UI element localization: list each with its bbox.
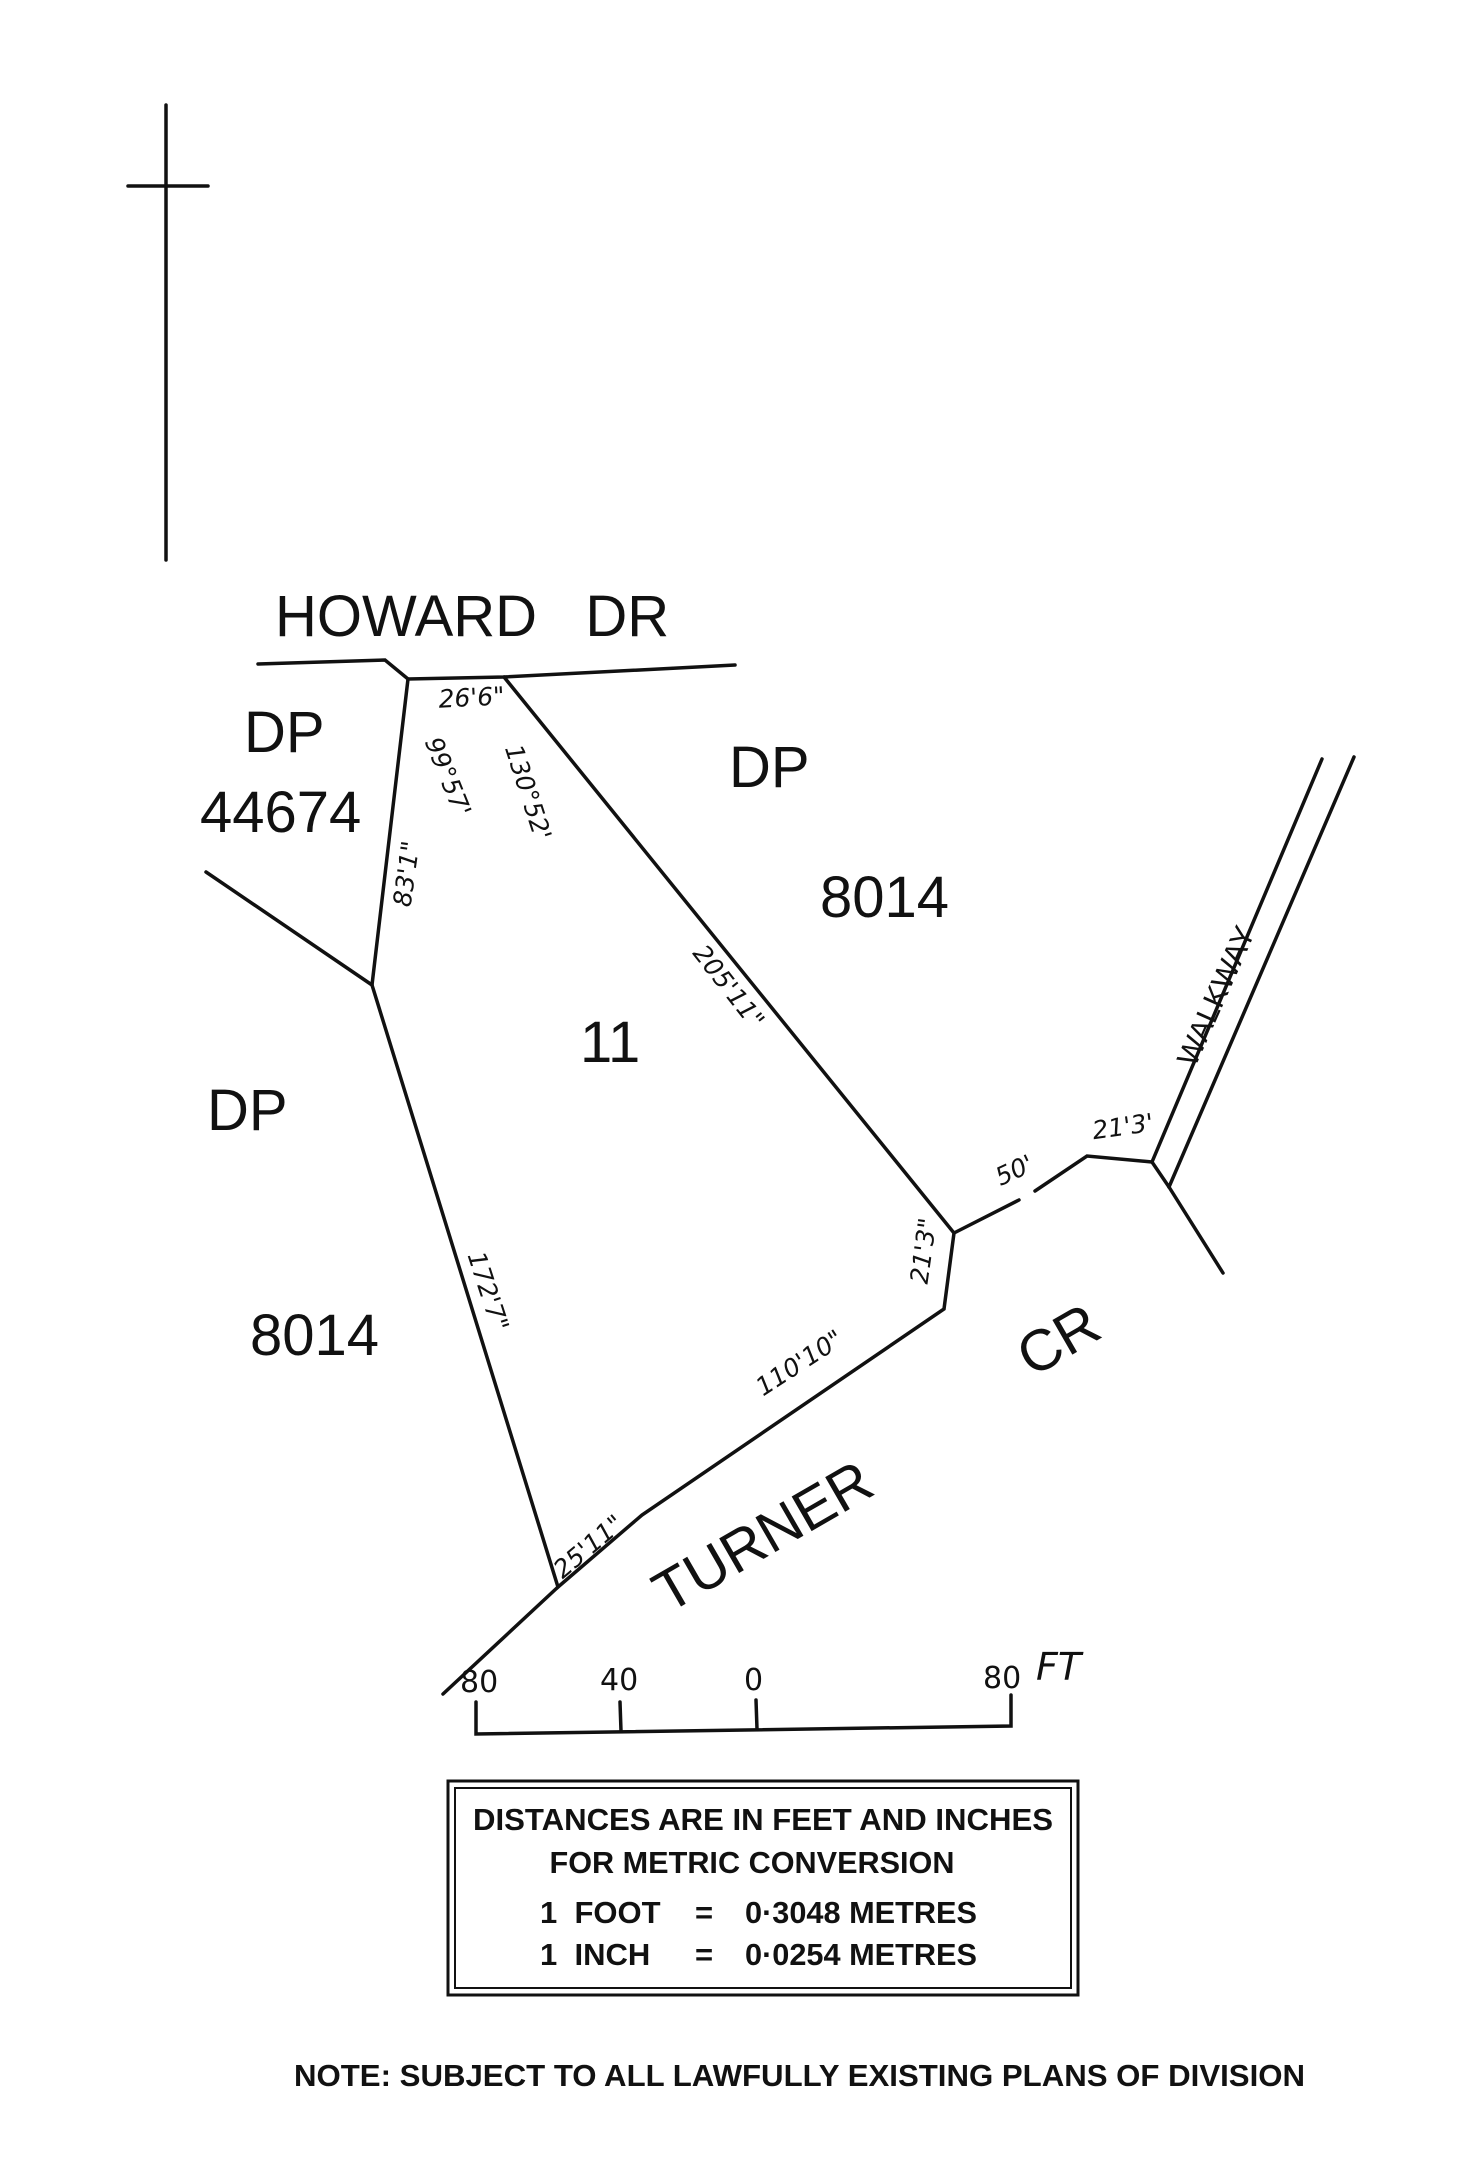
scale-label-80-left: 80 [460,1665,498,1700]
conversion-line-1: DISTANCES ARE IN FEET AND INCHES [473,1802,1053,1837]
dim-top: 26'6" [438,681,506,713]
dp-ne-number: 8014 [820,865,949,930]
dim-west-lower: 172'7" [462,1248,515,1335]
dp-sw-number: 8014 [250,1303,379,1368]
inch-label: 1 INCH [540,1937,650,1972]
foot-value: 0·3048 METRES [745,1895,977,1930]
north-arrow-icon [126,103,210,562]
turner-cr-boundary [441,1585,560,1696]
dim-angle-right: 130°52' [499,741,557,844]
dim-south: 110'10" [750,1324,848,1402]
foot-label: 1 FOOT [540,1895,661,1930]
dp-nw-label: DP [244,700,325,765]
dim-southwest: 25'11" [548,1509,629,1584]
conversion-box: DISTANCES ARE IN FEET AND INCHES FOR MET… [446,1779,1080,1997]
dp-nw-number: 44674 [200,780,361,845]
scale-label-0: 0 [744,1663,763,1698]
howard-dr-boundary [256,658,737,681]
dp-ne-label: DP [729,735,810,800]
scale-label-80-right: 80 [983,1661,1021,1696]
dp-sw-label: DP [207,1078,288,1143]
walkway-boundary [1150,755,1356,1275]
conversion-line-2: FOR METRIC CONVERSION [550,1845,955,1880]
inch-equals: = [695,1937,713,1972]
walkway-label: WALKWAY [1171,921,1262,1070]
scale-label-40: 40 [600,1663,638,1698]
dim-road-21: 21'3' [1090,1108,1155,1145]
scale-unit: FT [1036,1645,1084,1689]
street-howard-dr: HOWARD DR [275,584,669,649]
foot-equals: = [695,1895,713,1930]
dp-44674-boundary [204,870,374,987]
dim-east-short: 21'3" [905,1216,943,1285]
note: NOTE: SUBJECT TO ALL LAWFULLY EXISTING P… [294,2058,1305,2093]
inch-value: 0·0254 METRES [745,1937,977,1972]
dim-road-50: 50' [991,1149,1038,1192]
scale-bar: 80 40 0 80 FT [460,1645,1084,1736]
street-turner: TURNER [642,1448,884,1625]
dim-west-upper: 83'1" [388,839,426,908]
dim-angle-left: 99°57' [419,733,477,821]
street-cr: CR [1006,1291,1111,1389]
lot-number: 11 [580,1010,640,1075]
road-boundary [952,1154,1154,1235]
